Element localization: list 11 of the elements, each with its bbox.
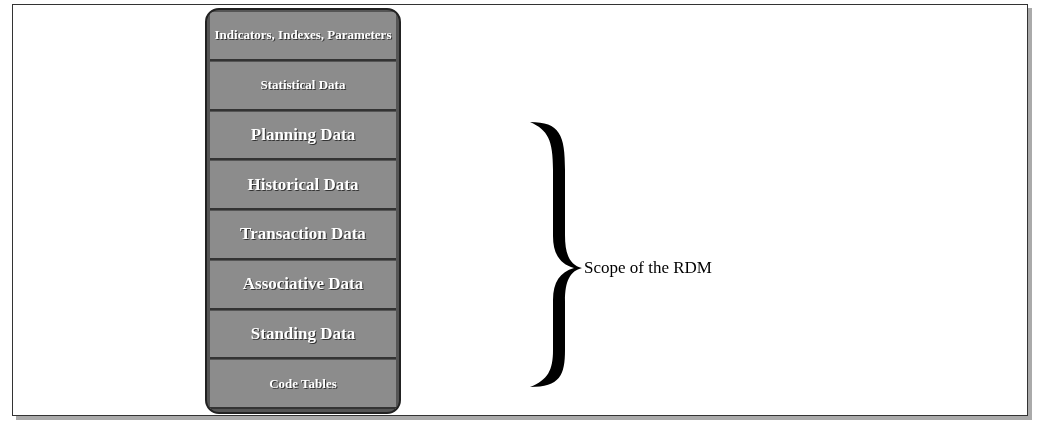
layer-band: Historical Data <box>210 161 396 210</box>
curly-brace <box>528 120 584 390</box>
layer-band: Associative Data <box>210 260 396 310</box>
layer-band: Transaction Data <box>210 211 396 260</box>
layer-band: Planning Data <box>210 111 396 161</box>
stack-container <box>205 8 401 414</box>
layer-band: Statistical Data <box>210 61 396 111</box>
layer-band: Standing Data <box>210 310 396 360</box>
layer-band: Code Tables <box>210 360 396 409</box>
layer-band: Indicators, Indexes, Parameters <box>210 12 396 61</box>
scope-label: Scope of the RDM <box>584 258 712 278</box>
